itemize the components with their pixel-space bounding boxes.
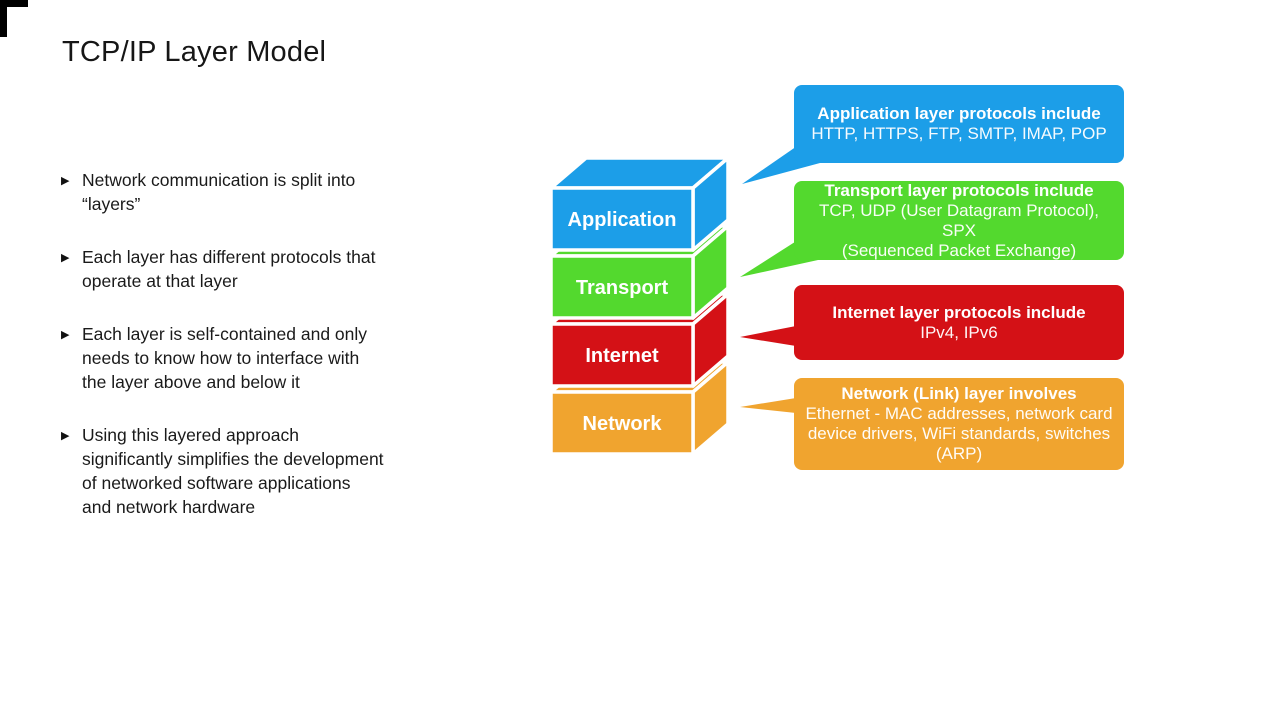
callout-network: Network (Link) layer involves Ethernet -… <box>794 378 1124 470</box>
bullet-text: Using this layered approach significantl… <box>82 425 384 517</box>
corner-artifact <box>0 0 28 7</box>
bullet-list: ▶ Network communication is split into “l… <box>61 168 461 548</box>
callout-application: Application layer protocols include HTTP… <box>794 85 1124 163</box>
page-title: TCP/IP Layer Model <box>62 36 327 68</box>
callout-tail-network <box>740 398 796 413</box>
layer-label: Transport <box>576 277 669 299</box>
bullet-item: ▶ Each layer is self-contained and only … <box>61 322 461 394</box>
corner-artifact <box>0 7 7 37</box>
callout-heading: Internet layer protocols include <box>832 302 1086 322</box>
layer-front-face <box>549 186 695 252</box>
bullet-item: ▶ Using this layered approach significan… <box>61 423 461 519</box>
callout-internet: Internet layer protocols include IPv4, I… <box>794 285 1124 360</box>
callout-body: IPv4, IPv6 <box>920 322 998 342</box>
callout-heading: Application layer protocols include <box>817 104 1101 123</box>
bullet-text: Each layer has different protocols that … <box>82 247 376 291</box>
callout-heading: Network (Link) layer involves <box>841 384 1077 403</box>
layer-box-transport: Transport <box>549 224 730 320</box>
tcpip-stack-diagram: Network Internet Transport Application <box>549 144 820 456</box>
bullet-text: Each layer is self-contained and only ne… <box>82 324 368 392</box>
bullet-triangle-icon: ▶ <box>61 252 70 264</box>
callout-heading: Transport layer protocols include <box>824 180 1094 200</box>
callout-transport: Transport layer protocols include TCP, U… <box>794 181 1124 260</box>
layer-front-face <box>549 390 695 456</box>
layer-front-face <box>549 322 695 388</box>
bullet-item: ▶ Network communication is split into “l… <box>61 168 461 216</box>
callout-body: TCP, UDP (User Datagram Protocol), SPX (… <box>819 200 1099 260</box>
layer-label: Internet <box>585 345 659 367</box>
layer-front-face <box>549 254 695 320</box>
bullet-text: Network communication is split into “lay… <box>82 170 356 214</box>
layer-box-application: Application <box>549 156 730 252</box>
layer-label: Application <box>568 209 677 231</box>
callout-body: Ethernet - MAC addresses, network card d… <box>805 404 1113 463</box>
bullet-triangle-icon: ▶ <box>61 175 70 187</box>
callout-tail-internet <box>740 326 796 346</box>
bullet-triangle-icon: ▶ <box>61 329 70 341</box>
bullet-triangle-icon: ▶ <box>61 430 70 442</box>
layer-label: Network <box>583 413 663 435</box>
callout-body: HTTP, HTTPS, FTP, SMTP, IMAP, POP <box>811 124 1107 143</box>
bullet-item: ▶ Each layer has different protocols tha… <box>61 245 461 293</box>
